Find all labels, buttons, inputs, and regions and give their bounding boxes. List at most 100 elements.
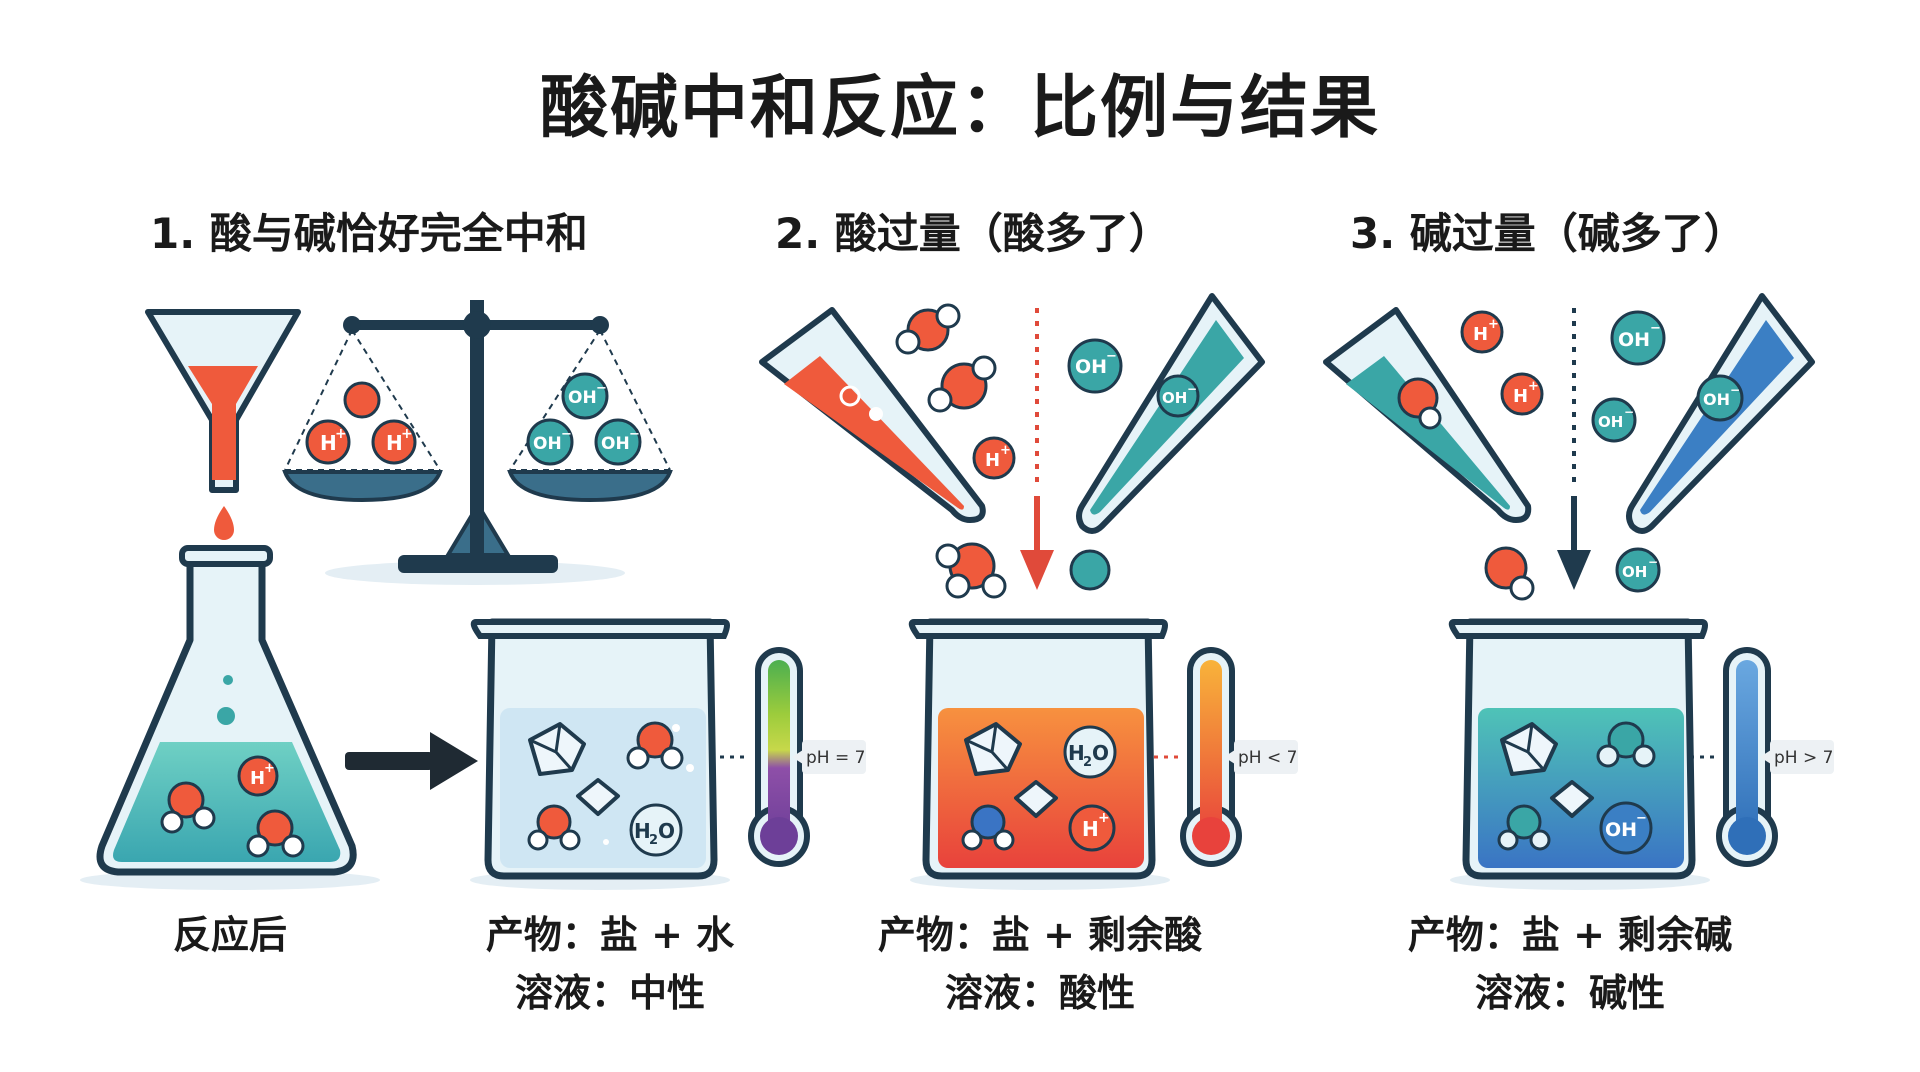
- page-title: 酸碱中和反应：比例与结果: [539, 69, 1380, 148]
- water-molecule: [626, 721, 684, 770]
- panel-1-heading: 1. 酸与碱恰好完全中和: [150, 209, 588, 258]
- svg-text:H: H: [1082, 817, 1099, 841]
- panel-2-solution: 溶液：酸性: [944, 971, 1135, 1015]
- acid-molecule: [935, 542, 1007, 599]
- svg-text:+: +: [264, 761, 275, 776]
- oh-ion: OH −: [1591, 397, 1637, 443]
- svg-text:−: −: [1730, 383, 1740, 397]
- panel-3-products: 产物：盐 + 剩余碱: [1407, 913, 1733, 957]
- panel-1-caption: 产物：盐 + 水 溶液：中性: [430, 906, 790, 1022]
- reaction-arrow: [345, 732, 478, 790]
- ph-label: pH < 7: [1238, 748, 1297, 768]
- svg-text:H: H: [1473, 324, 1488, 345]
- salt-crystal: [576, 778, 620, 816]
- acid-test-tube: [759, 307, 986, 523]
- svg-text:+: +: [335, 426, 347, 442]
- h-ion: H +: [1068, 804, 1116, 852]
- acid-molecule: [1484, 546, 1535, 601]
- ph-indicator-basic: pH > 7: [1690, 647, 1834, 867]
- panel-1-products: 产物：盐 + 水: [485, 913, 735, 957]
- ph-indicator-acidic: pH < 7: [1154, 647, 1298, 867]
- h-ion: H +: [1500, 372, 1544, 416]
- h-ion: H +: [1460, 310, 1504, 354]
- svg-text:OH: OH: [533, 434, 562, 454]
- svg-text:OH: OH: [1162, 389, 1187, 407]
- oh-ion: OH −: [526, 418, 574, 466]
- svg-text:−: −: [1636, 811, 1647, 826]
- acid-molecule: [895, 303, 961, 355]
- svg-text:H: H: [320, 431, 337, 455]
- acid-molecule: [927, 355, 997, 413]
- svg-text:2: 2: [1083, 755, 1092, 770]
- svg-text:+: +: [1488, 317, 1499, 332]
- svg-text:OH: OH: [1703, 390, 1730, 409]
- oh-ion: OH −: [1067, 338, 1123, 394]
- funnel: [145, 309, 301, 540]
- water-molecule: [160, 781, 216, 834]
- oh-ion: OH −: [1696, 374, 1744, 422]
- panel-2-caption: 产物：盐 + 剩余酸 溶液：酸性: [850, 906, 1230, 1022]
- water-molecule: [1596, 721, 1656, 768]
- svg-text:+: +: [1528, 379, 1539, 394]
- water-label: H 2 O: [1063, 725, 1117, 779]
- svg-text:OH: OH: [568, 388, 597, 408]
- ph-indicator-neutral: pH = 7: [720, 647, 866, 867]
- svg-text:OH: OH: [1618, 329, 1650, 351]
- salt-crystal: [528, 722, 586, 776]
- salt-crystal: [964, 722, 1022, 776]
- panel-3-caption: 产物：盐 + 剩余碱 溶液：碱性: [1380, 906, 1760, 1022]
- water-molecule: [961, 804, 1015, 851]
- svg-text:−: −: [561, 427, 572, 442]
- erlenmeyer-flask: [80, 545, 380, 890]
- svg-text:+: +: [1000, 443, 1011, 458]
- oh-ion: OH −: [1599, 801, 1653, 855]
- svg-text:2: 2: [649, 833, 658, 848]
- svg-text:−: −: [1624, 405, 1634, 419]
- balance-scale: [282, 300, 673, 585]
- h-ion: H +: [972, 436, 1016, 480]
- beaker-acidic: [908, 618, 1170, 890]
- svg-text:OH: OH: [1605, 819, 1637, 841]
- salt-crystal: [1014, 780, 1058, 818]
- oh-ion: OH −: [1156, 374, 1200, 418]
- acid-drop: [214, 506, 234, 540]
- beaker-basic: [1448, 618, 1710, 890]
- svg-text:−: −: [596, 381, 607, 396]
- svg-text:OH: OH: [1622, 563, 1647, 581]
- oh-ion: OH −: [1615, 547, 1661, 593]
- salt-crystal: [1550, 780, 1594, 818]
- svg-text:+: +: [1098, 810, 1110, 826]
- panel-2-heading: 2. 酸过量（酸多了）: [775, 209, 1171, 258]
- svg-text:H: H: [985, 450, 1000, 471]
- salt-crystal: [1500, 722, 1558, 776]
- svg-text:−: −: [1106, 349, 1117, 364]
- panel-1-solution: 溶液：中性: [514, 971, 705, 1015]
- water-molecule: [246, 809, 305, 858]
- ph-label: pH = 7: [806, 748, 865, 768]
- oh-ion: OH −: [561, 372, 609, 420]
- panel-3-solution: 溶液：碱性: [1474, 971, 1665, 1015]
- beaker-neutral: [470, 618, 730, 890]
- svg-text:−: −: [1187, 382, 1197, 396]
- panel-2-products: 产物：盐 + 剩余酸: [877, 913, 1203, 957]
- svg-text:H: H: [1513, 386, 1528, 407]
- svg-text:OH: OH: [601, 434, 630, 454]
- water-label: H 2 O: [629, 803, 683, 857]
- svg-text:O: O: [1092, 741, 1109, 765]
- oh-ion: OH −: [594, 418, 642, 466]
- svg-text:−: −: [629, 427, 640, 442]
- acid-particle: [343, 381, 381, 419]
- svg-text:−: −: [1650, 321, 1661, 336]
- svg-text:H: H: [634, 819, 651, 843]
- h-ion: H +: [305, 419, 351, 465]
- water-molecule: [527, 804, 581, 851]
- svg-text:H: H: [386, 431, 403, 455]
- svg-text:O: O: [658, 819, 675, 843]
- svg-text:OH: OH: [1598, 413, 1623, 431]
- svg-text:OH: OH: [1075, 356, 1107, 378]
- ph-label: pH > 7: [1774, 748, 1833, 768]
- svg-text:H: H: [1068, 741, 1085, 765]
- svg-text:H: H: [250, 768, 265, 789]
